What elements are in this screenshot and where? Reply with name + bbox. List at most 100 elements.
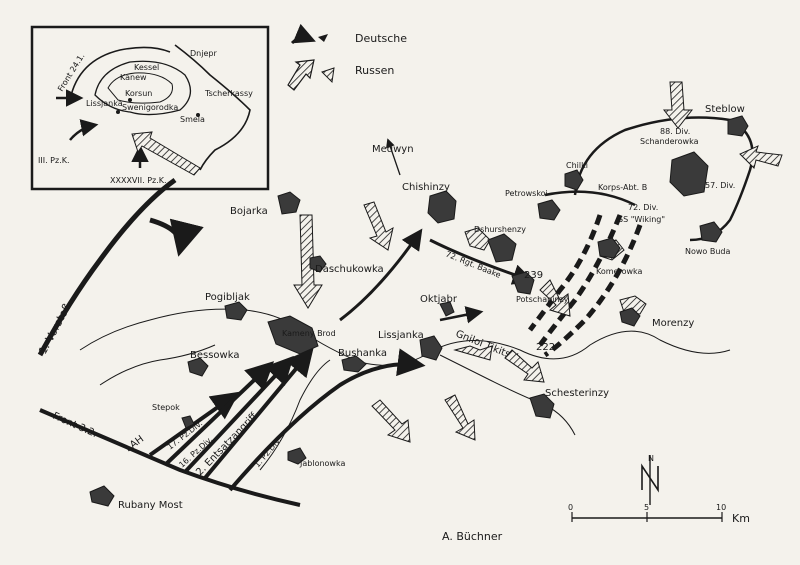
russian-arrow-icon	[453, 345, 493, 361]
town-schesterinzy-icon	[529, 393, 555, 419]
town-lissjanka-icon	[419, 335, 443, 361]
inset-corps-bottom-label: XXXXVII. Pz.K.	[110, 176, 167, 185]
german-arrow-icon	[339, 228, 423, 322]
inset-dnjepr-river	[174, 44, 251, 171]
front-label: Front 3.2.	[51, 411, 99, 440]
town-dshurshenzy-icon	[487, 233, 517, 263]
inset-inner-pocket	[107, 72, 173, 104]
town-pogibljak-icon	[224, 301, 248, 321]
town-chilki-icon	[564, 169, 584, 191]
russian-arrow-icon	[504, 349, 545, 383]
town-steblow-icon	[727, 115, 749, 137]
place-bessowka: Bessowka	[190, 350, 239, 361]
compass-icon: N	[641, 454, 659, 505]
inset-front-line	[69, 46, 171, 101]
place-lissjanka: Lissjanka	[378, 330, 424, 341]
german-arrow-icon	[439, 306, 484, 324]
place-morenzy: Morenzy	[652, 318, 694, 329]
place-oktjabr: Oktjabr	[420, 294, 458, 305]
place-bushanka: Bushanka	[338, 348, 387, 359]
scale-tick-0: 0	[568, 503, 573, 512]
inset-frame	[30, 25, 270, 191]
town-stepok-icon	[181, 415, 195, 429]
inset-town-kanew: Kanew	[120, 73, 147, 82]
front-pocket-west	[544, 190, 636, 207]
inset-corps-left-label: III. Pz.K.	[38, 156, 70, 165]
place-steblow: Steblow	[705, 104, 745, 115]
russian-arrow-icon	[363, 201, 394, 251]
legend-german-label: Deutsche	[355, 32, 407, 45]
town-bessowka-icon	[187, 357, 209, 377]
german-arrow-icon	[203, 347, 314, 480]
inset-town-smela: Smela	[180, 115, 205, 124]
inset-town-swenigorodka: Swenigorodka	[122, 103, 178, 112]
place-petrowskoi: Petrowskoi	[505, 189, 548, 198]
german-arrow-icon	[290, 23, 328, 45]
town-chishinzy-icon	[427, 190, 457, 224]
unit-wiking-label: SS "Wiking"	[618, 215, 665, 224]
town-oktjabr-icon	[439, 301, 455, 317]
russian-arrow-icon	[287, 59, 335, 91]
scale-unit: Km	[732, 512, 750, 525]
place-bojarka: Bojarka	[230, 206, 268, 217]
inset-german-arrow-icon	[69, 119, 99, 141]
inset-river-label: Dnjepr	[190, 49, 217, 58]
place-pogibljak: Pogibljak	[205, 292, 250, 303]
town-potschapinzy-icon	[511, 271, 535, 295]
russian-arrow-icon	[371, 399, 411, 443]
unit-korps-abt-label: Korps-Abt. B	[598, 183, 647, 192]
height-222-label: 222	[536, 342, 555, 353]
inset-russian-arrow-icon	[131, 131, 201, 176]
german-arrow-icon	[183, 355, 294, 474]
place-medwyn: Medwyn	[372, 144, 414, 155]
front-line	[39, 408, 301, 507]
place-nowo-buda: Nowo Buda	[685, 247, 730, 256]
place-kameny-brod: Kameny Brod	[282, 329, 336, 338]
town-komerowka-icon	[597, 237, 621, 259]
breakout-route	[538, 214, 623, 347]
compass-label: N	[648, 454, 654, 463]
unit-57div-label: 57. Div.	[705, 181, 735, 190]
russian-arrow-icon	[662, 81, 694, 129]
inset-kessel-label: Kessel	[134, 63, 159, 72]
town-bojarka-icon	[277, 191, 301, 215]
russian-arrow-icon	[444, 394, 476, 441]
place-daschukowka: Daschukowka	[315, 264, 384, 275]
russian-arrow-icon	[539, 279, 571, 317]
russian-arrow-icon	[464, 227, 491, 251]
breakout-route	[528, 214, 603, 332]
inset-pocket-outline	[94, 60, 192, 116]
inset-town-tscherkassy: Tscherkassy	[204, 89, 253, 98]
town-jablonowka-icon	[287, 447, 307, 465]
unit-1pz-label: 1. Pz.Div.	[253, 435, 284, 469]
river-tributary	[99, 344, 216, 386]
place-dshurshenzy: Dshurshenzy	[474, 225, 526, 234]
legend-russian-label: Russen	[355, 64, 394, 77]
unit-72div-label: 72. Div.	[628, 203, 658, 212]
vorstoss-label: 1. Vorstoß	[36, 301, 74, 356]
place-potschapinzy: Potschapinzy	[516, 295, 569, 304]
scale-tick-5: 5	[644, 503, 649, 512]
river-tributary	[259, 359, 331, 471]
inset-town-korsun: Korsun	[125, 89, 152, 98]
legend: Deutsche Russen	[287, 23, 407, 91]
place-schanderowka: Schanderowka	[640, 137, 699, 146]
town-bushanka-icon	[341, 355, 367, 373]
german-arrow-icon	[163, 361, 275, 467]
river-tributary	[439, 354, 576, 436]
russian-arrow-icon	[293, 214, 323, 309]
town-rubany-most-icon	[89, 485, 115, 507]
inset-town-lissjanka: Lissjanka	[86, 99, 123, 108]
german-arrow-icon	[37, 177, 177, 357]
place-schesterinzy: Schesterinzy	[545, 388, 609, 399]
author-signature: A. Büchner	[442, 530, 503, 543]
medwyn-arrow-icon	[386, 138, 401, 176]
town-nowo-buda-icon	[699, 221, 723, 243]
breakout-route	[543, 224, 643, 358]
scale-bar: 0 5 10 Km	[568, 503, 750, 525]
town-morenzy-icon	[619, 307, 641, 327]
place-jablonowka: Jablonowka	[299, 459, 345, 468]
unit-88div-label: 88. Div.	[660, 127, 690, 136]
inset-map: Front 24.1. Dnjepr Kessel Kanew Korsun L…	[30, 25, 270, 191]
